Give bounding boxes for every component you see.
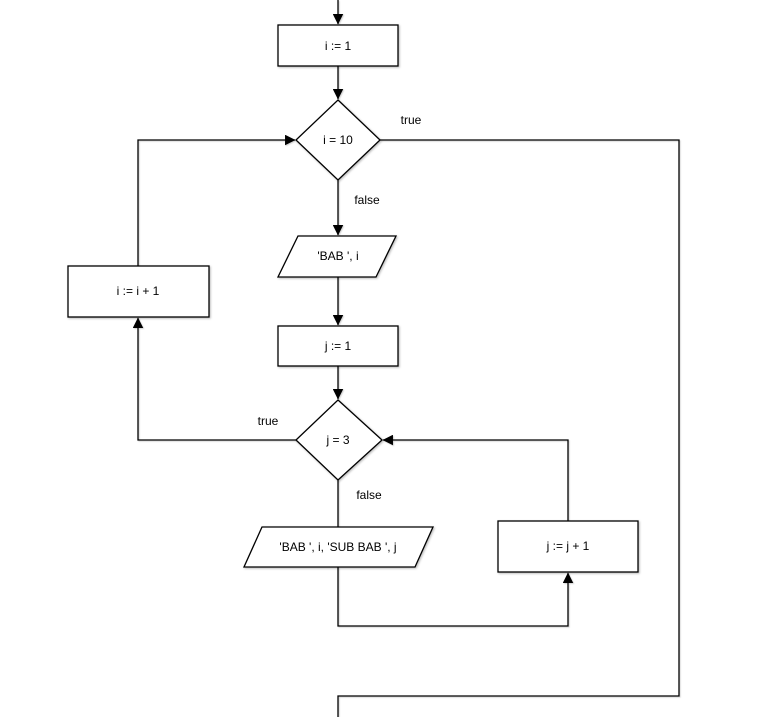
node-label-inc-i: i := i + 1 (116, 284, 160, 298)
edge-cond-j-true-to-inc-i (132, 317, 296, 441)
node-label-inc-j: j := j + 1 (546, 539, 590, 553)
node-label-init-j: j := 1 (324, 339, 352, 353)
edge-inc-j-to-cond-j (382, 434, 569, 521)
process-node-init-i[interactable] (277, 24, 399, 67)
edge-label-cond-j-false: false (356, 488, 382, 502)
node-label-cond-i: i = 10 (323, 133, 353, 147)
process-node-inc-j[interactable] (497, 520, 639, 573)
edge-inc-i-to-cond-i (137, 134, 296, 266)
node-label-print-ij: 'BAB ', i, 'SUB BAB ', j (279, 540, 397, 554)
edge-label-cond-j-true: true (257, 414, 279, 428)
edge-cond-i-true-exit (337, 139, 680, 717)
node-label-cond-j: j = 3 (326, 433, 350, 447)
io-node-print-ij[interactable] (242, 526, 435, 568)
process-node-init-j[interactable] (277, 325, 399, 367)
edge-label-cond-i-true: true (400, 113, 422, 127)
node-label-init-i: i := 1 (324, 39, 352, 53)
edge-print-ij-to-inc-j (337, 567, 574, 627)
decision-node-cond-j[interactable] (295, 399, 383, 481)
decision-node-cond-i[interactable] (295, 99, 381, 181)
edge-label-cond-i-false: false (354, 193, 380, 207)
io-node-print-i[interactable] (276, 235, 398, 278)
node-label-print-i: 'BAB ', i (317, 249, 359, 263)
process-node-inc-i[interactable] (67, 265, 210, 318)
